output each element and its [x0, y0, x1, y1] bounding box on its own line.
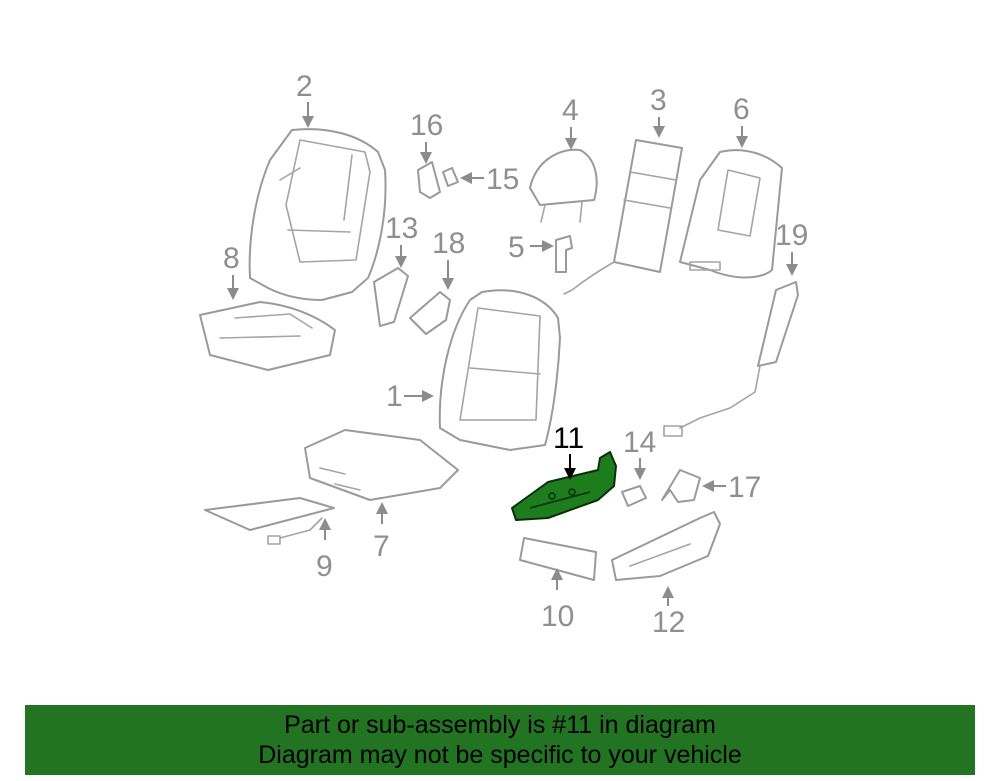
part-7-cushion-frame [304, 429, 459, 501]
banner-line-1: Part or sub-assembly is #11 in diagram [284, 711, 716, 739]
part-11-recliner-cover-highlighted [511, 451, 617, 521]
part-13-trim [373, 267, 409, 327]
callout-9: 9 [316, 518, 333, 583]
callout-3: 3 [650, 84, 667, 138]
callout-14: 14 [623, 426, 656, 480]
callout-16: 16 [410, 109, 443, 164]
callout-2: 2 [296, 70, 314, 128]
part-19-side-airbag [663, 281, 799, 437]
svg-text:12: 12 [652, 606, 685, 639]
svg-text:17: 17 [728, 471, 761, 504]
callout-5: 5 [508, 231, 554, 264]
part-1-seat-back [438, 289, 561, 451]
callout-10: 10 [541, 568, 574, 633]
callout-7: 7 [373, 502, 390, 563]
svg-text:10: 10 [541, 600, 574, 633]
callout-8: 8 [223, 242, 240, 300]
svg-text:6: 6 [733, 93, 750, 126]
svg-text:13: 13 [385, 212, 418, 245]
svg-text:3: 3 [650, 84, 667, 117]
part-12-side-trim [611, 511, 721, 581]
callout-13: 13 [385, 212, 418, 268]
svg-text:1: 1 [386, 380, 403, 413]
part-9-sensor-pad [204, 497, 335, 545]
callout-4: 4 [562, 94, 579, 150]
part-6-back-pad [679, 149, 783, 279]
part-14-cap [621, 485, 647, 507]
svg-text:2: 2 [296, 70, 313, 103]
svg-text:18: 18 [432, 227, 465, 260]
callout-19: 19 [775, 219, 808, 276]
svg-text:11: 11 [553, 422, 584, 455]
svg-text:5: 5 [508, 231, 525, 264]
part-2-seat-back-cover [248, 128, 387, 301]
callout-11: 11 [553, 422, 584, 480]
part-info-banner: Part or sub-assembly is #11 in diagram D… [25, 705, 975, 775]
seat-parts-diagram: 2 8 16 15 4 [199, 70, 808, 639]
part-8-cushion-cover [199, 301, 336, 371]
part-15-clip [442, 167, 459, 187]
part-16-cover [417, 161, 441, 199]
svg-text:9: 9 [316, 550, 333, 583]
part-4-headrest [529, 148, 598, 223]
svg-text:4: 4 [562, 94, 579, 127]
callout-6: 6 [733, 93, 750, 148]
part-18-bracket [409, 291, 451, 335]
svg-text:7: 7 [373, 530, 390, 563]
banner-line-2: Diagram may not be specific to your vehi… [258, 741, 742, 769]
svg-text:15: 15 [486, 163, 519, 196]
svg-text:14: 14 [623, 426, 656, 459]
callout-12: 12 [652, 586, 685, 639]
callout-15: 15 [460, 163, 519, 196]
part-5-headrest-guide [555, 235, 573, 273]
part-10-side-cover [519, 537, 597, 581]
callout-17: 17 [702, 471, 761, 504]
callout-18: 18 [432, 227, 465, 290]
callout-1: 1 [386, 380, 434, 413]
part-3-seat-heater [563, 139, 683, 295]
svg-text:8: 8 [223, 242, 240, 275]
svg-text:19: 19 [775, 219, 808, 252]
part-17-bracket [661, 469, 701, 503]
svg-text:16: 16 [410, 109, 443, 142]
